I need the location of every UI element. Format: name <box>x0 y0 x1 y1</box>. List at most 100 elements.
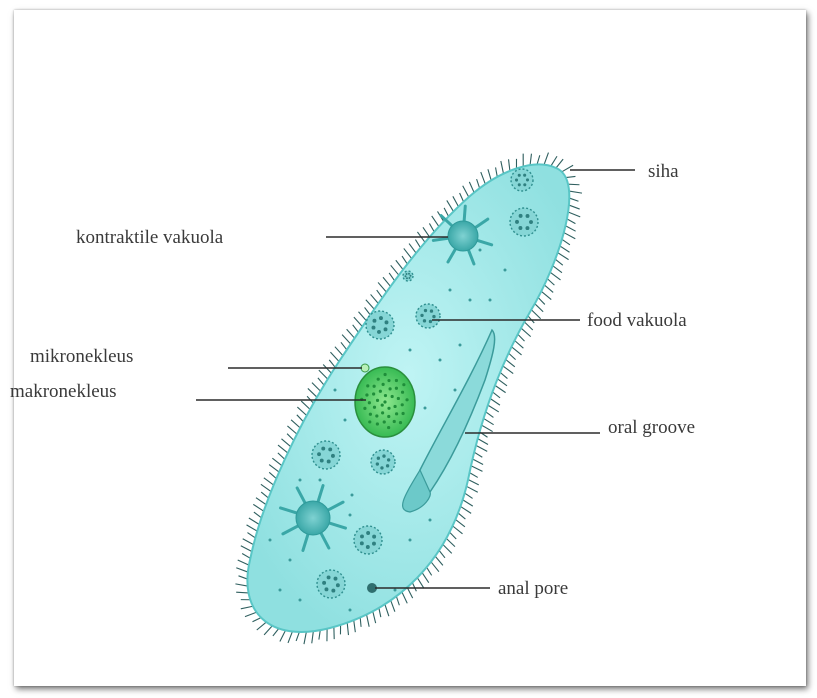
cilium <box>422 573 429 583</box>
cilium <box>567 219 575 224</box>
cilium <box>379 608 381 617</box>
cilium <box>297 407 306 415</box>
cilium <box>330 352 339 361</box>
cilium <box>484 418 494 424</box>
vacuole-particle <box>518 226 522 230</box>
cilium <box>463 186 469 197</box>
vacuole-particle <box>377 330 381 334</box>
cilium <box>243 539 254 545</box>
cilium <box>371 294 379 303</box>
chromatin-dot <box>365 393 368 396</box>
cilium <box>412 583 416 592</box>
granule <box>504 269 507 272</box>
vacuole-particle <box>515 220 519 224</box>
cilium <box>377 290 383 298</box>
cilium <box>312 631 314 643</box>
cilium <box>555 259 563 265</box>
cilium <box>241 546 252 552</box>
granule <box>469 299 472 302</box>
chromatin-dot <box>395 379 398 382</box>
food-vacuole <box>317 570 345 598</box>
granule <box>279 589 282 592</box>
chromatin-dot <box>402 383 405 386</box>
cilium <box>496 167 498 176</box>
food-vacuole <box>366 311 394 339</box>
label-anal-pore: anal pore <box>498 578 568 599</box>
cilium <box>453 526 463 534</box>
cilium <box>423 227 430 237</box>
granule <box>409 349 412 352</box>
cilium <box>280 630 286 641</box>
cilium <box>544 153 548 165</box>
cilium <box>560 246 570 252</box>
granule <box>289 559 292 562</box>
cilium <box>323 364 331 373</box>
chromatin-dot <box>401 391 404 394</box>
chromatin-dot <box>395 387 398 390</box>
cilium <box>318 378 324 385</box>
cilium <box>347 623 348 635</box>
cilium <box>524 322 532 330</box>
granule <box>409 539 412 542</box>
granule <box>334 389 337 392</box>
chromatin-dot <box>368 401 371 404</box>
cilium <box>252 618 261 622</box>
cilium <box>476 445 487 451</box>
cilium <box>249 518 259 524</box>
vacuole-particle <box>376 462 379 465</box>
cilium <box>501 161 504 174</box>
chromatin-dot <box>376 422 379 425</box>
cilium <box>569 191 582 193</box>
chromatin-dot <box>368 420 371 423</box>
vacuole-particle <box>322 581 326 585</box>
cilium <box>273 628 279 635</box>
vacuole-particle <box>328 447 332 451</box>
vacuole-particle <box>331 454 335 458</box>
chromatin-dot <box>384 373 387 376</box>
cilium <box>444 208 448 217</box>
cilium <box>287 434 294 441</box>
vacuole-particle <box>526 214 530 218</box>
cilium <box>544 285 553 293</box>
cilium <box>450 532 457 539</box>
granule <box>479 249 482 252</box>
vacuole-particle <box>406 277 408 279</box>
vacuole-particle <box>409 275 411 277</box>
cilium <box>500 372 507 378</box>
cilium <box>535 304 543 312</box>
granule <box>489 299 492 302</box>
cilium <box>488 405 499 412</box>
cilium <box>530 154 531 166</box>
cilium <box>391 265 399 275</box>
chromatin-dot <box>405 398 408 401</box>
vacuole-particle <box>387 458 390 461</box>
granule <box>429 519 432 522</box>
chromatin-dot <box>363 407 366 410</box>
chromatin-dot <box>387 415 390 418</box>
vacuole-particle <box>384 327 388 331</box>
label-kontraktile-vakuola: kontraktile vakuola <box>76 227 224 248</box>
cilium <box>297 415 304 422</box>
cilium <box>281 439 290 447</box>
cilium <box>359 312 367 321</box>
cilium <box>541 291 551 299</box>
cilium <box>269 472 276 478</box>
granule <box>449 289 452 292</box>
chromatin-dot <box>397 397 400 400</box>
vacuole-particle <box>336 583 340 587</box>
cilium <box>458 513 465 519</box>
vacuole-particle <box>406 273 408 275</box>
vacuole-particle <box>327 460 331 464</box>
vacuole-particle <box>526 178 529 181</box>
cilium <box>312 383 321 392</box>
label-oral-groove: oral groove <box>608 417 695 438</box>
vacuole-particle <box>380 466 383 469</box>
vacuole-particle <box>424 309 427 312</box>
cilium <box>481 172 486 184</box>
vacuole-particle <box>519 214 523 218</box>
vacuole-particle <box>382 454 385 457</box>
granule <box>394 589 397 592</box>
cilium <box>439 550 445 557</box>
cilium <box>329 360 335 367</box>
granule <box>344 419 347 422</box>
